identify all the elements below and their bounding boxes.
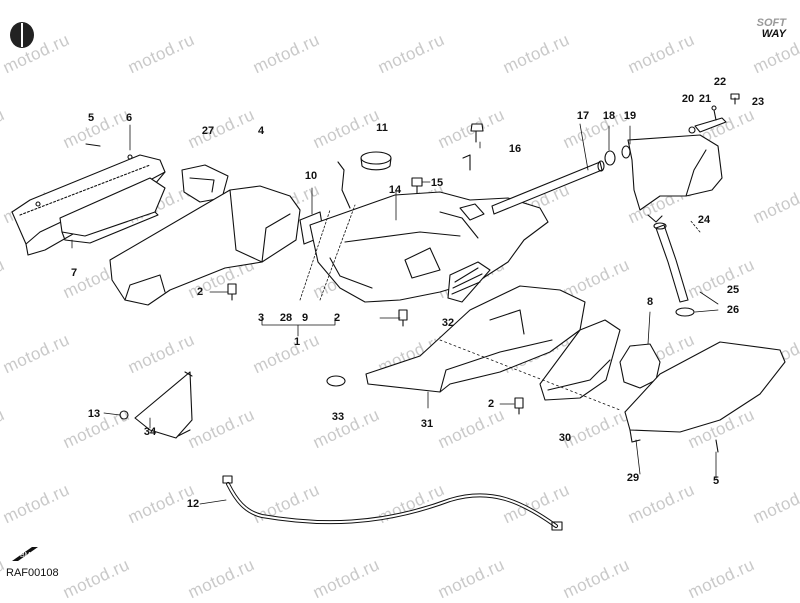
- pin-part: [462, 154, 471, 171]
- bmw-badge-icon: BMW: [12, 547, 38, 561]
- sealing-ring-part: [360, 151, 392, 171]
- callout-15: 15: [430, 177, 444, 189]
- brand-mark: SOFT WAY: [757, 18, 786, 40]
- ring-part: [604, 150, 616, 166]
- callout-5: 5: [87, 112, 95, 124]
- callout-32: 32: [441, 317, 455, 329]
- screw-part: [227, 283, 237, 301]
- callout-9: 9: [301, 312, 309, 324]
- callout-18: 18: [602, 110, 616, 122]
- air-duct-part: [109, 185, 301, 306]
- callout-33: 33: [331, 411, 345, 423]
- screw-part: [715, 439, 719, 453]
- callout-19: 19: [623, 110, 637, 122]
- callout-2a: 2: [196, 286, 204, 298]
- callout-13: 13: [87, 408, 101, 420]
- rubber-boot-part: [619, 343, 661, 389]
- callout-25: 25: [726, 284, 740, 296]
- callout-34: 34: [143, 426, 157, 438]
- brand-logo-icon: [10, 22, 34, 48]
- right-cover-part: [624, 341, 786, 443]
- callout-6: 6: [125, 112, 133, 124]
- grommet-part: [326, 375, 346, 387]
- callout-3: 3: [257, 312, 265, 324]
- clip-part: [675, 307, 695, 317]
- callout-30: 30: [558, 432, 572, 444]
- brand-line-2: WAY: [761, 28, 786, 40]
- callout-7: 7: [70, 267, 78, 279]
- filter-housing-part: [627, 134, 723, 223]
- pad-part: [59, 177, 166, 244]
- callout-8: 8: [646, 296, 654, 308]
- callout-22: 22: [713, 76, 727, 88]
- callout-4: 4: [257, 125, 265, 137]
- callout-28: 28: [279, 312, 293, 324]
- callout-31: 31: [420, 418, 434, 430]
- brand-line-1: SOFT: [756, 17, 786, 29]
- bracket-part: [181, 164, 229, 203]
- clamp-part: [337, 161, 351, 209]
- cable-part: [222, 475, 563, 531]
- callout-10: 10: [304, 170, 318, 182]
- callout-14: 14: [388, 184, 402, 196]
- callout-2b: 2: [333, 312, 341, 324]
- triangle-bracket-part: [134, 371, 193, 439]
- bolt-part: [411, 177, 423, 195]
- callout-1: 1: [293, 336, 301, 348]
- callout-26: 26: [726, 304, 740, 316]
- drain-tube-part: [653, 222, 689, 303]
- callout-2c: 2: [487, 398, 495, 410]
- callout-5b: 5: [712, 475, 720, 487]
- screw-part: [398, 309, 408, 327]
- screw-part: [85, 143, 101, 147]
- grille-part: [447, 261, 491, 303]
- intake-housing-part: [309, 191, 549, 303]
- ring-part: [621, 145, 631, 159]
- callout-23: 23: [751, 96, 765, 108]
- callout-20: 20: [681, 93, 695, 105]
- nut-part: [119, 410, 129, 420]
- callout-17: 17: [576, 110, 590, 122]
- callout-24: 24: [697, 214, 711, 226]
- callout-29: 29: [626, 472, 640, 484]
- callout-27: 27: [201, 125, 215, 137]
- bolt-part: [470, 123, 484, 143]
- fastener-parts: [688, 93, 740, 134]
- diagram-code: RAF00108: [6, 567, 59, 579]
- callout-21: 21: [698, 93, 712, 105]
- callout-16: 16: [508, 143, 522, 155]
- callout-12: 12: [186, 498, 200, 510]
- badge-text: BMW: [20, 552, 38, 559]
- callout-11: 11: [376, 122, 388, 134]
- hose-part: [491, 160, 605, 215]
- leader-lines: [71, 123, 719, 505]
- cover-part: [539, 319, 621, 401]
- screw-part: [514, 397, 524, 415]
